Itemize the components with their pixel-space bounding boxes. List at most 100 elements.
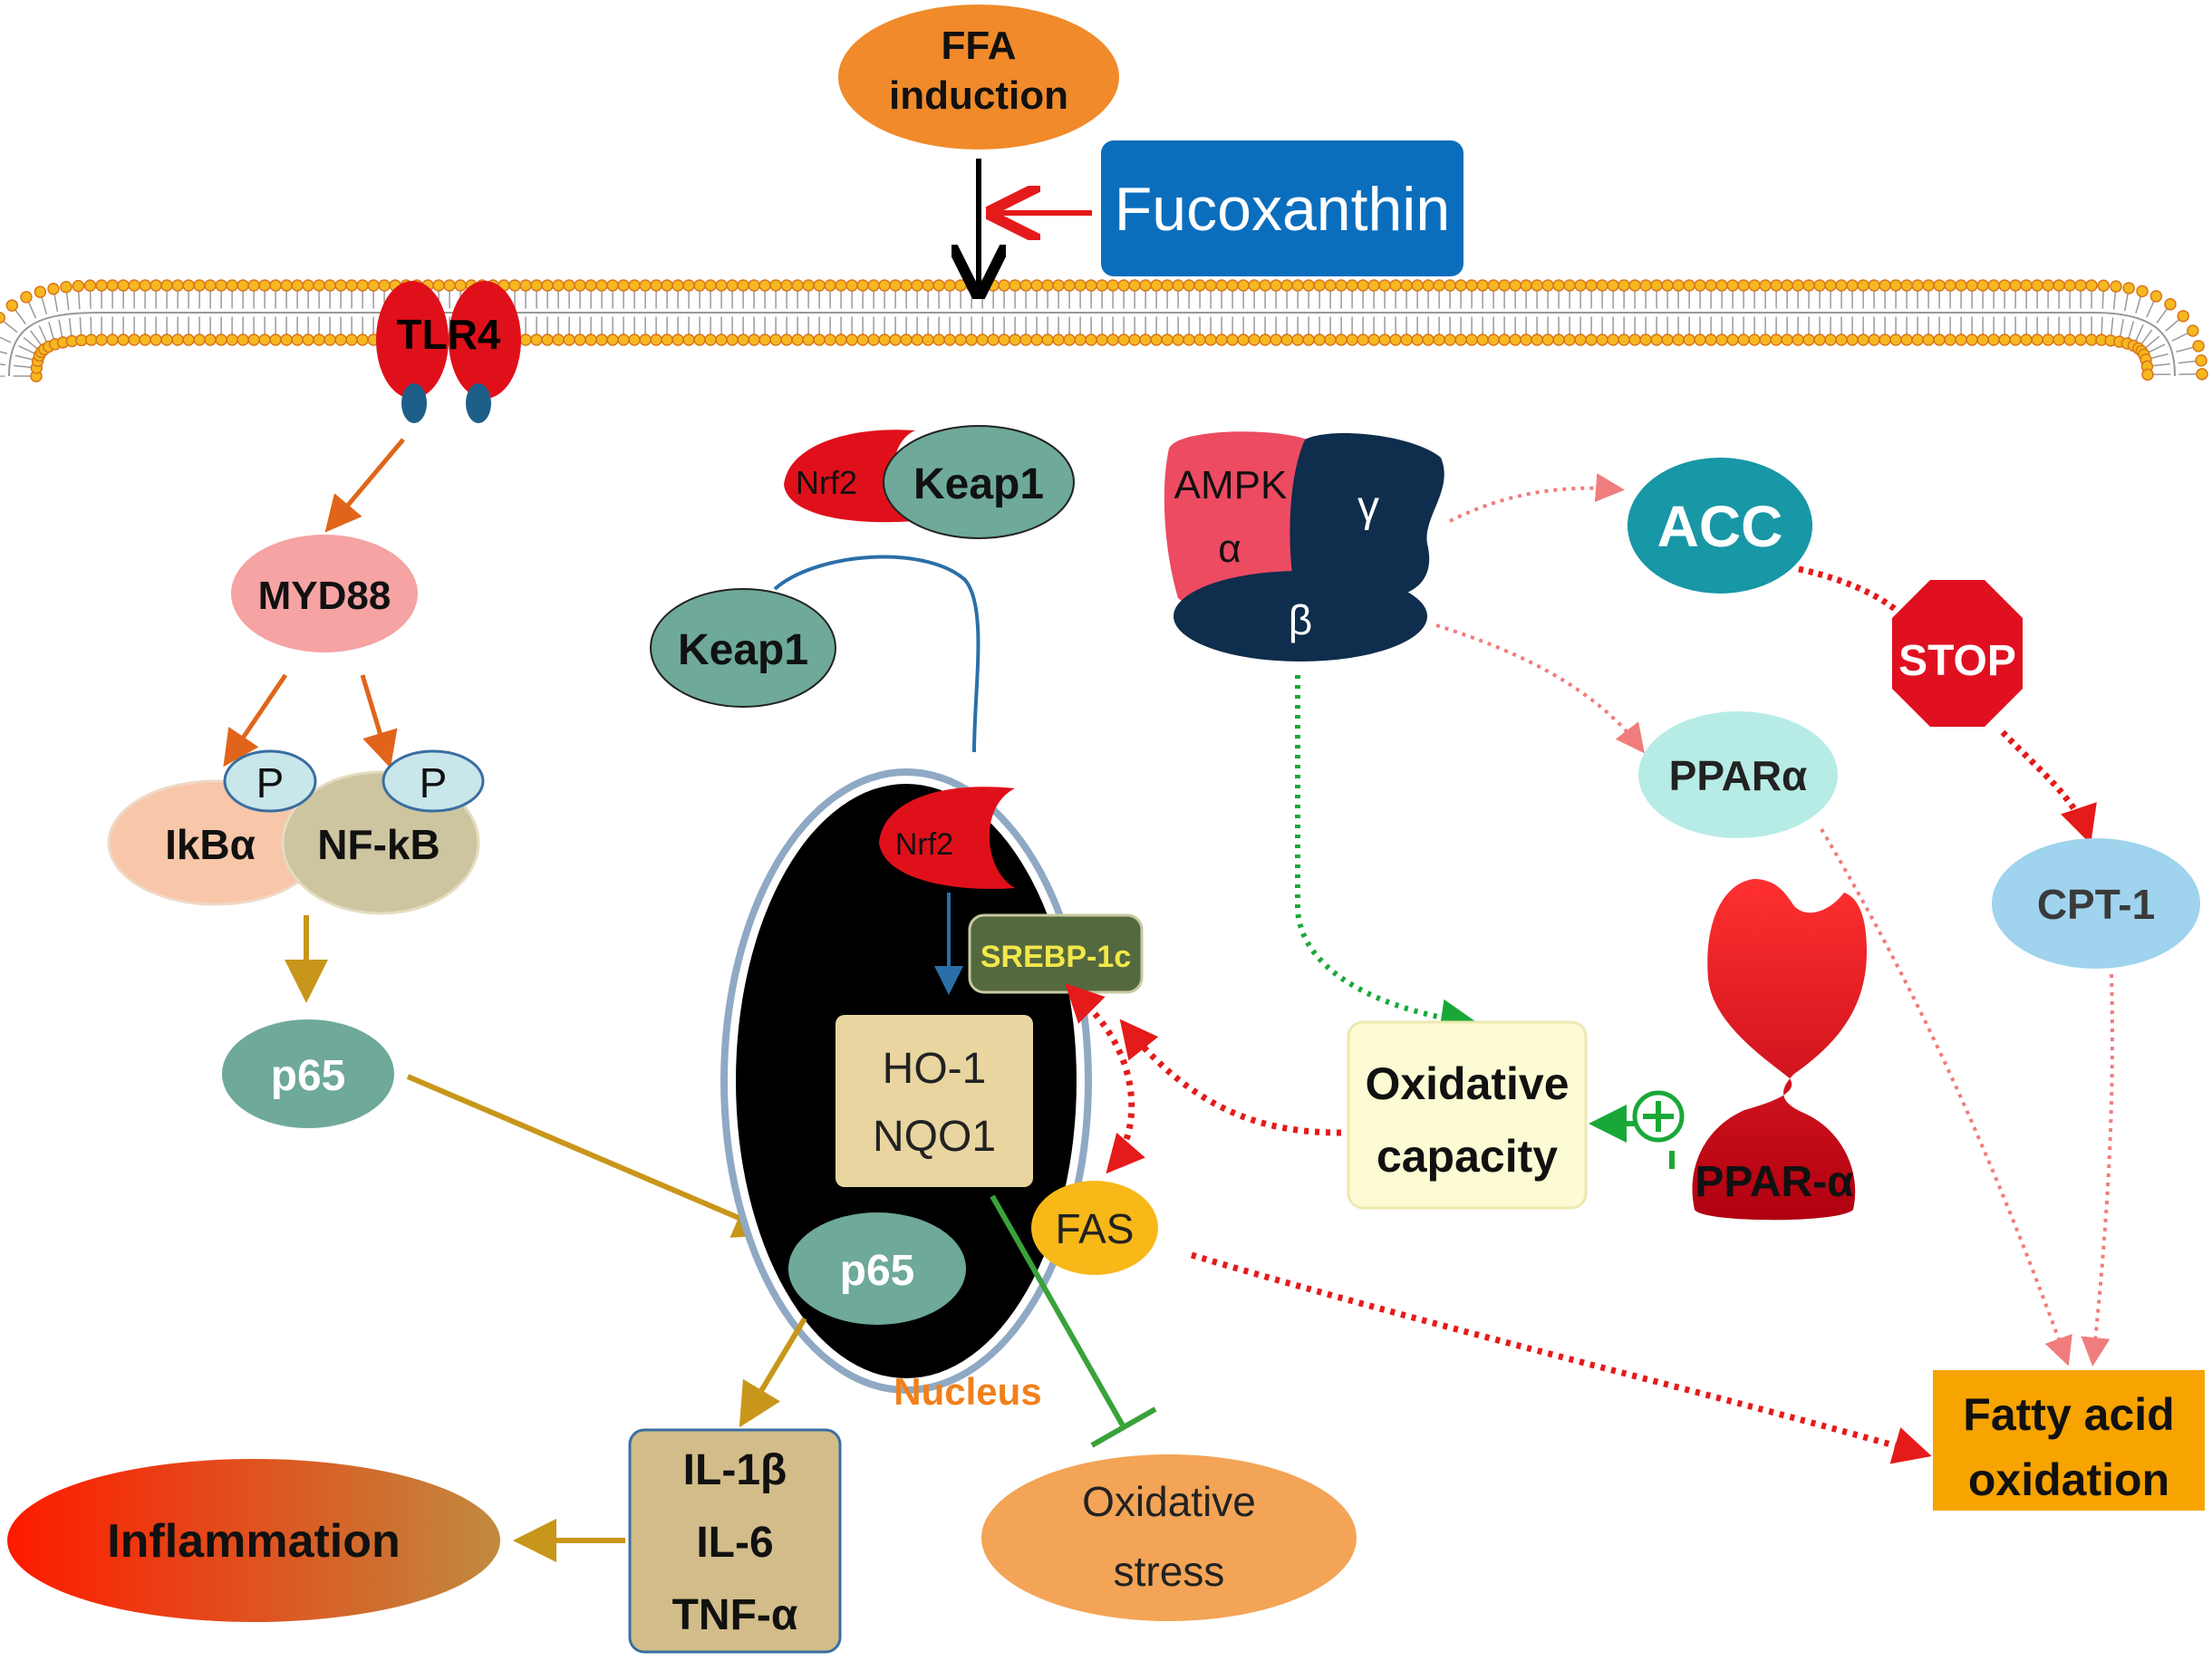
lipid-head: [1846, 279, 1859, 292]
lipid-head: [1183, 333, 1195, 346]
lipid-head: [1585, 333, 1598, 346]
lipid-head: [769, 333, 782, 346]
lipid-head: [2149, 290, 2163, 303]
lipid-head: [1520, 279, 1532, 292]
lipid-head: [628, 279, 641, 292]
lipid-head: [1193, 333, 1206, 346]
lipid-head: [671, 279, 684, 292]
lipid-head: [324, 333, 336, 346]
lipid-head: [889, 333, 902, 346]
lipid-head: [1759, 279, 1772, 292]
lipid-head: [1335, 279, 1347, 292]
nqo1-label: NQO1: [873, 1113, 996, 1161]
lipid-head: [682, 279, 695, 292]
lipid-head: [1400, 279, 1413, 292]
lipid-head: [1552, 279, 1565, 292]
lipid-head: [182, 333, 195, 346]
lipid-head: [1476, 333, 1489, 346]
lipid-head: [1802, 333, 1815, 346]
lipid-head: [867, 333, 880, 346]
lipid-head: [1509, 333, 1521, 346]
lipid-head: [171, 333, 184, 346]
lipid-head: [128, 333, 140, 346]
lipid-head: [1563, 279, 1576, 292]
lipid-head: [1933, 279, 1946, 292]
fucoxanthin-label: Fucoxanthin: [1115, 175, 1450, 244]
myd88-node: MYD88: [231, 535, 418, 652]
lipid-head: [758, 279, 771, 292]
lipid-head: [1661, 333, 1674, 346]
ox-capacity-line1: Oxidative: [1365, 1058, 1569, 1109]
ox-stress-line1: Oxidative: [1082, 1478, 1256, 1525]
lipid-head: [2042, 333, 2054, 346]
lipid-head: [1781, 279, 1793, 292]
lipid-head: [1618, 279, 1630, 292]
srebp-fas-dotted-arrow: [1065, 983, 1145, 1174]
lipid-head: [291, 279, 304, 292]
ampk-complex: AMPK α γ β: [1164, 431, 1444, 662]
lipid-head: [1683, 279, 1695, 292]
lipid-head: [1237, 333, 1250, 346]
lipid-head: [628, 333, 641, 346]
lipid-head: [791, 333, 804, 346]
lipid-head: [552, 333, 565, 346]
lipid-head: [639, 279, 652, 292]
lipid-head: [1085, 279, 1097, 292]
lipid-head: [595, 333, 608, 346]
lipid-head: [693, 333, 706, 346]
lipid-head: [1813, 333, 1826, 346]
p65-translocation-arrow: [406, 1074, 779, 1238]
lipid-head: [519, 333, 532, 346]
lipid-head: [563, 333, 575, 346]
lipid-head: [1879, 333, 1891, 346]
lipid-head: [1726, 279, 1739, 292]
lipid-head: [160, 333, 173, 346]
lipid-head: [117, 279, 130, 292]
lipid-head: [1019, 279, 1032, 292]
lipid-head: [726, 333, 739, 346]
lipid-head: [900, 279, 913, 292]
tnfa-label: TNF-α: [672, 1591, 798, 1639]
lipid-head: [1770, 333, 1782, 346]
lipid-head: [1117, 279, 1130, 292]
lipid-head: [150, 279, 162, 292]
lipid-head: [1346, 333, 1358, 346]
lipid-head: [976, 333, 989, 346]
lipid-head: [1106, 279, 1119, 292]
lipid-head: [2196, 368, 2208, 381]
lipid-head: [1444, 279, 1456, 292]
lipid-head: [1987, 279, 2000, 292]
oxidative-stress-node: Oxidative stress: [981, 1454, 1357, 1621]
inflammation-label: Inflammation: [107, 1515, 401, 1568]
lipid-head: [1889, 279, 1902, 292]
lipid-head: [606, 279, 619, 292]
lipid-head: [1041, 333, 1054, 346]
stop-label: STOP: [1898, 637, 2016, 685]
lipid-head: [1922, 279, 1935, 292]
lipid-head: [1335, 333, 1347, 346]
nrf2-keap1-complex: Nrf2 Keap1: [784, 425, 1075, 539]
lipid-head: [324, 279, 336, 292]
fucoxanthin-node: Fucoxanthin: [1101, 140, 1463, 276]
lipid-head: [1444, 333, 1456, 346]
lipid-head: [302, 279, 314, 292]
nrf2-crescent-top: [784, 430, 915, 523]
lipid-head: [247, 279, 260, 292]
lipid-head: [650, 333, 662, 346]
lipid-head: [1019, 333, 1032, 346]
lipid-head: [1454, 333, 1467, 346]
lipid-head: [813, 279, 826, 292]
lipid-head: [1824, 279, 1837, 292]
lipid-head: [334, 279, 347, 292]
lipid-head: [671, 333, 684, 346]
lipid-head: [1574, 333, 1587, 346]
myd88-label: MYD88: [258, 574, 391, 618]
lipid-head: [1726, 333, 1739, 346]
lipid-tail: [0, 363, 6, 366]
lipid-head: [204, 333, 217, 346]
lipid-head: [1106, 333, 1119, 346]
lipid-head: [584, 333, 597, 346]
lipid-head: [302, 333, 314, 346]
lipid-head: [726, 279, 739, 292]
